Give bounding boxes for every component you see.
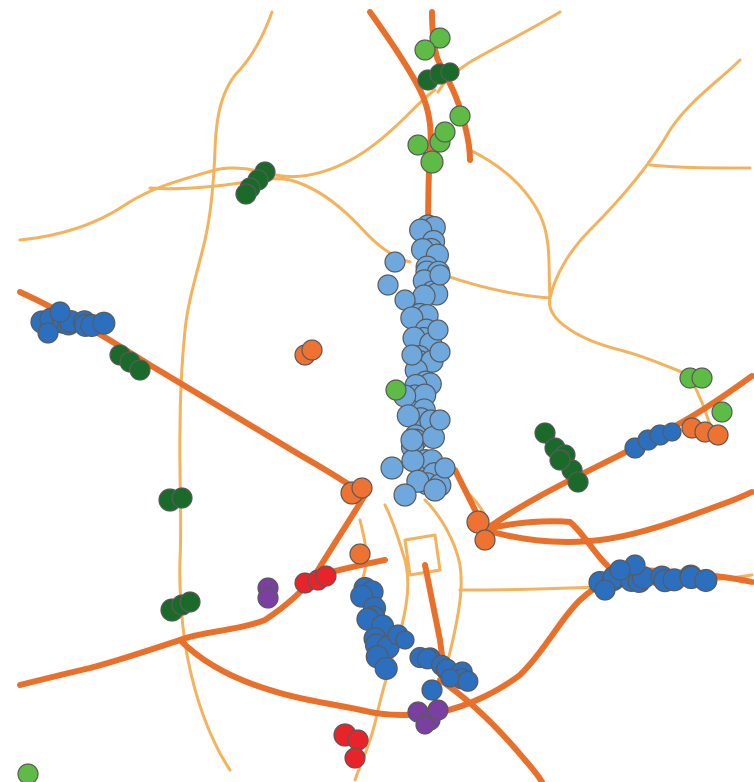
light-green-cluster-point [17,763,39,782]
blue-cluster-point [92,311,116,335]
light-blue-cluster-point [396,404,420,428]
light-green-cluster-point [711,401,733,423]
major-road [482,489,754,545]
blue-cluster-point [421,679,443,701]
dark-green-cluster-point [440,62,460,82]
minor-road [548,58,742,377]
purple-cluster-point [257,587,279,609]
minor-road [148,177,412,264]
light-blue-cluster-point [377,274,399,296]
light-blue-cluster-point [429,341,451,363]
light-blue-cluster-point [400,428,424,452]
dark-green-cluster-point [534,422,556,444]
light-green-cluster-point [449,105,471,127]
light-green-cluster-point [385,379,407,401]
light-green-cluster-point [691,367,713,389]
light-blue-cluster-point [427,319,449,341]
blue-cluster-point [609,559,631,581]
blue-cluster-point [440,668,460,688]
orange-cluster-point [707,424,729,446]
dark-green-cluster-point [567,471,589,493]
light-blue-cluster-point [423,478,447,502]
purple-cluster-point [427,699,449,721]
orange-cluster-point [474,529,496,551]
dark-green-cluster-point [549,449,571,471]
blue-cluster-point [374,656,398,681]
blue-cluster-point [662,422,682,442]
light-blue-cluster-point [401,344,423,366]
minor-road [403,533,442,577]
major-road [487,518,613,571]
light-green-cluster-point [420,150,444,174]
blue-cluster-point [594,579,616,601]
dark-green-cluster-point [171,487,193,509]
blue-cluster-point [37,322,59,344]
orange-cluster-point [349,543,371,565]
light-green-cluster-point [434,121,456,143]
major-road [17,492,368,688]
red-cluster-point [315,565,337,587]
minor-road [423,498,463,674]
light-blue-cluster-point [429,264,451,286]
red-cluster-point [347,729,369,751]
light-blue-cluster-point [393,483,417,507]
light-blue-cluster-point [401,448,425,473]
minor-road [353,503,410,782]
minor-road [648,163,752,170]
light-blue-cluster-point [434,457,456,479]
minor-road [468,148,552,300]
dark-green-cluster-point [179,591,201,613]
light-blue-cluster-point [429,409,451,431]
blue-cluster-point [694,568,718,593]
light-blue-cluster-point [380,456,404,480]
point-clusters [17,27,733,782]
major-road [437,677,545,782]
blue-cluster-point [457,670,479,692]
dark-green-cluster-point [235,183,257,205]
light-green-cluster-point [429,27,451,49]
dark-green-cluster-point [129,359,151,381]
light-green-cluster-point [414,39,436,61]
blue-cluster-point [395,630,415,650]
orange-cluster-point [351,477,373,499]
light-green-cluster-point [407,134,429,156]
orange-cluster-point [301,339,323,361]
major-road [367,9,434,253]
red-cluster-point [344,747,366,769]
light-blue-cluster-point [384,251,406,273]
minor-road [18,88,437,242]
blue-cluster-point [49,301,71,323]
purple-cluster-point [415,715,435,735]
